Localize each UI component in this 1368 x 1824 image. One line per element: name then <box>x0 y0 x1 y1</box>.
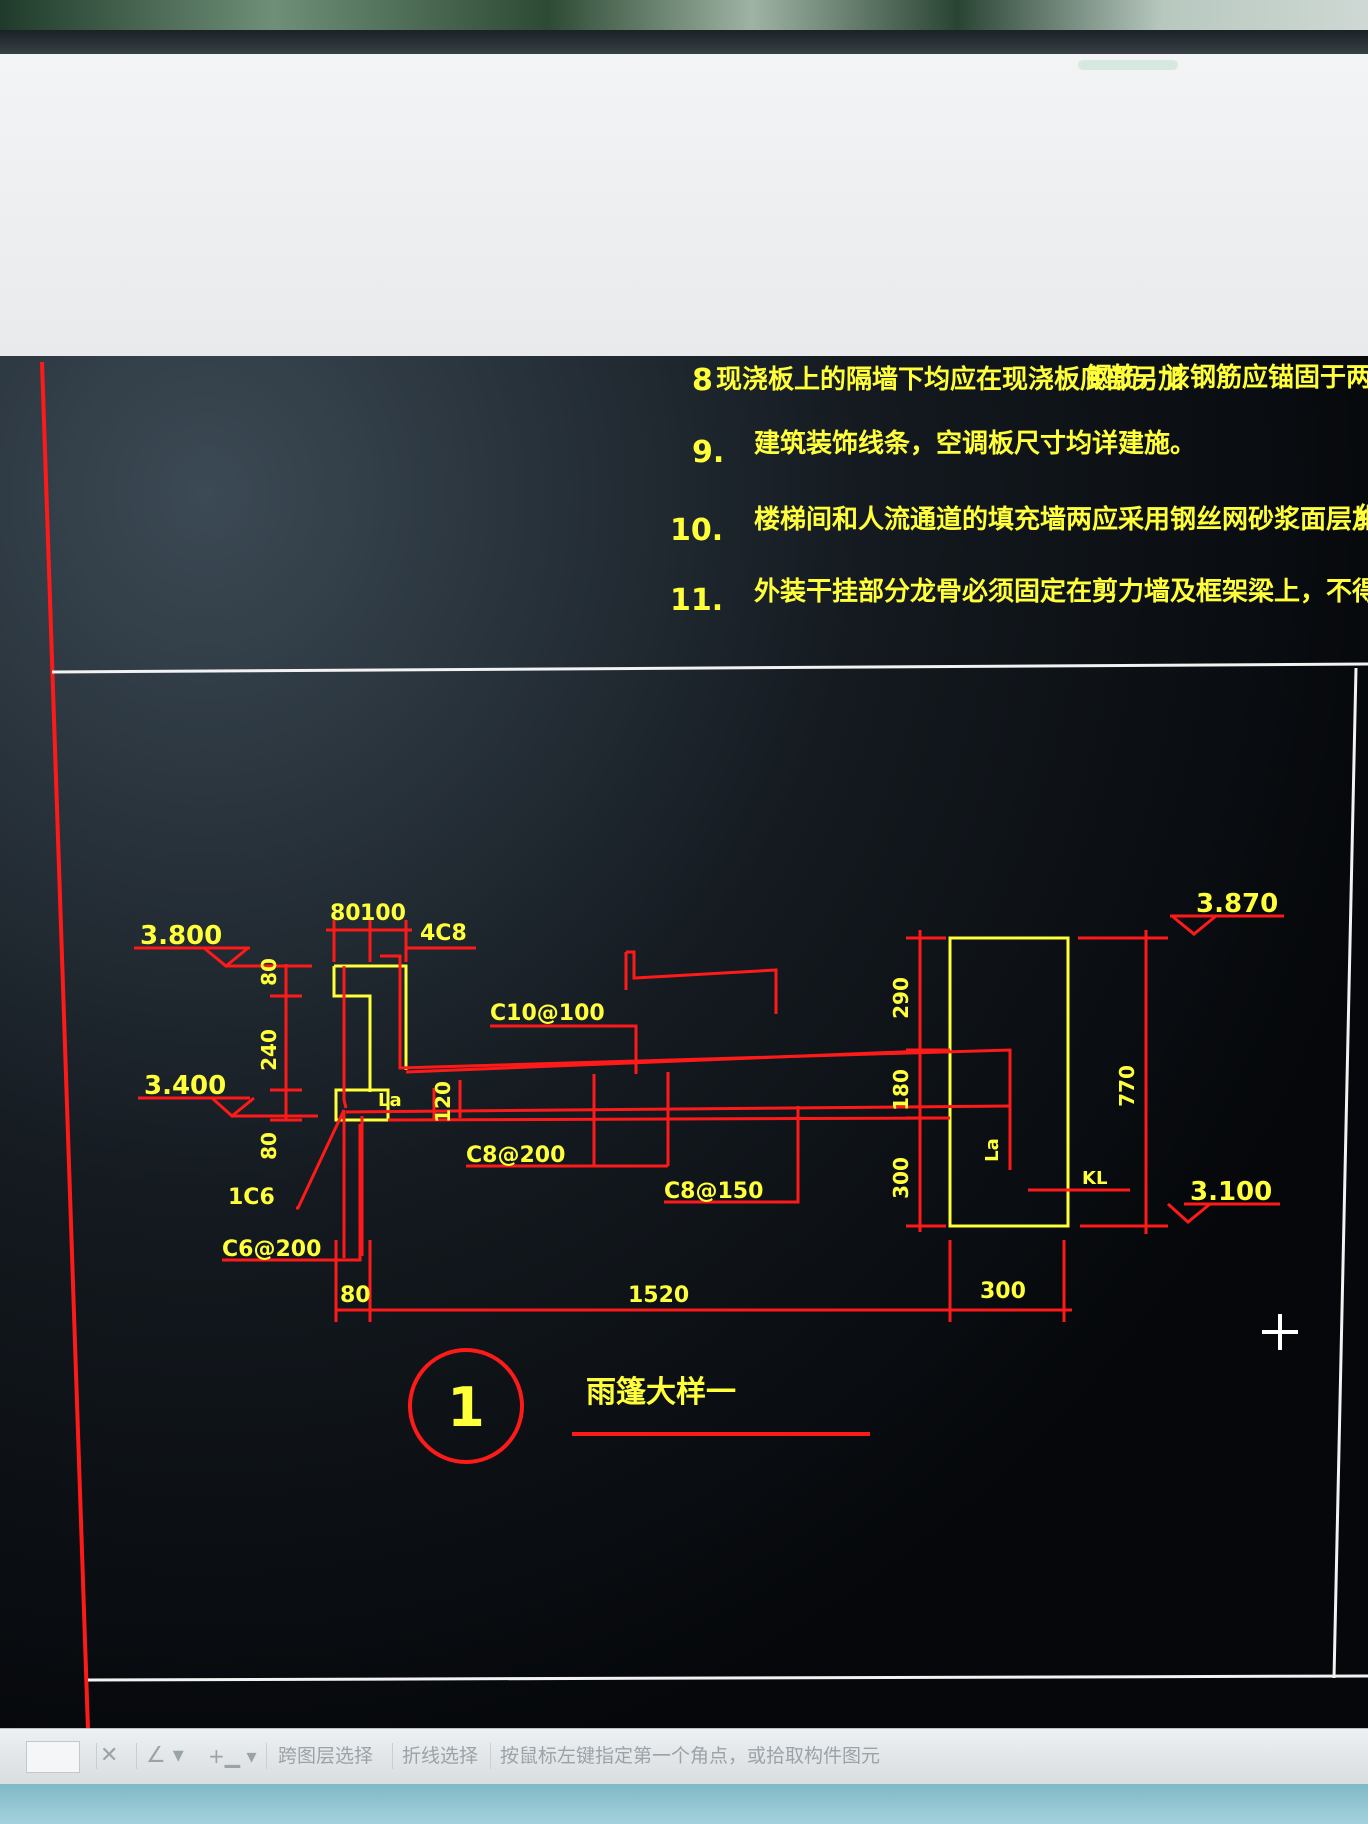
separator <box>136 1743 137 1769</box>
notes-block: 8 现浇板上的隔墙下均应在现浇板底部另加 钢筋，该钢筋应锚固于两端梁或柱内 9.… <box>670 362 1368 618</box>
separator <box>96 1743 97 1769</box>
drawing-labels: 3.800 3.400 3.870 3.100 80 100 4C8 C10@1… <box>140 889 1278 1308</box>
cross-layer-select-button[interactable]: 跨图层选择 <box>278 1745 374 1767</box>
rebar-c8-150: C8@150 <box>664 1179 763 1204</box>
elev-right-bottom: 3.100 <box>1190 1177 1272 1207</box>
frame-right-border <box>1332 667 1358 1679</box>
note-9-text: 建筑装饰线条，空调板尺寸均详建施。 <box>754 428 1196 459</box>
upstand-rebar-left <box>342 966 348 1109</box>
add-point-icon[interactable]: +▁ ▾ <box>208 1744 257 1768</box>
upstand-outline-right <box>334 964 408 1070</box>
dim-240: 240 <box>257 1029 281 1071</box>
angle-icon[interactable]: ∠ ▾ <box>146 1743 184 1768</box>
dim-80-v2: 80 <box>257 1132 281 1160</box>
cad-canvas[interactable] <box>0 356 1368 1732</box>
separator <box>266 1743 267 1769</box>
rebar-c10: C10@100 <box>490 1001 605 1026</box>
frame-divider-top <box>51 662 1368 674</box>
dim-100-top: 100 <box>360 901 406 926</box>
rebar-4c8: 4C8 <box>420 921 467 946</box>
dim-80-bottom: 80 <box>340 1283 371 1308</box>
upstand-outline-left <box>332 966 372 1092</box>
bottom-bezel <box>0 1784 1368 1824</box>
note-11-text: 外装干挂部分龙骨必须固定在剪力墙及框架梁上，不得固定在砌体填充墙上。 <box>754 576 1368 607</box>
dim-300-v: 300 <box>889 1157 913 1199</box>
monitor-bezel <box>0 30 1368 58</box>
leader-1c6 <box>296 1109 346 1210</box>
note-8-number: 8 <box>692 363 713 398</box>
note-10-number: 10. <box>670 513 723 548</box>
la-label-2: La <box>982 1138 1003 1162</box>
dim-180: 180 <box>889 1069 913 1111</box>
dim-120: 120 <box>431 1081 455 1123</box>
elev-right-bottom-mark <box>1166 1202 1211 1224</box>
slab-top-surface <box>405 1048 951 1074</box>
elev-left-top: 3.800 <box>140 921 222 951</box>
dim-290: 290 <box>889 977 913 1019</box>
slab-bottom-rebar <box>345 1104 1011 1114</box>
separator <box>490 1743 491 1769</box>
frame-left-border <box>40 361 90 1731</box>
separator <box>392 1743 393 1769</box>
elev-right-top-mark <box>1171 914 1217 936</box>
leader-lines <box>222 946 1130 1262</box>
dim-770: 770 <box>1115 1065 1139 1107</box>
dim-80-top: 80 <box>330 901 361 926</box>
progress-glow <box>1078 60 1178 70</box>
detail-circle <box>408 1348 524 1464</box>
detail-title: 雨篷大样一 <box>586 1375 736 1410</box>
polyline-select-button[interactable]: 折线选择 <box>402 1745 479 1767</box>
note-10-text: 楼梯间和人流通道的填充墙两应采用钢丝网砂浆面层加强，详见总说明 <box>754 504 1368 535</box>
kl-label: KL <box>1082 1168 1107 1189</box>
rebar-c6-200: C6@200 <box>222 1237 321 1262</box>
elev-left-bottom: 3.400 <box>144 1071 226 1101</box>
rebar-lines <box>342 950 1012 1258</box>
rebar-1c6: 1C6 <box>228 1185 275 1210</box>
close-icon[interactable]: ✕ <box>100 1743 119 1768</box>
dimension-lines <box>134 914 1284 1322</box>
concrete-outline <box>332 936 1070 1228</box>
note-10-tail: 细 <box>1356 502 1368 533</box>
note-11-number: 11. <box>670 583 723 618</box>
note-8-text-continued: 钢筋，该钢筋应锚固于两端梁或柱内 <box>1086 362 1368 393</box>
top-toolbar-area <box>0 54 1368 360</box>
dim-80-v1: 80 <box>257 958 281 986</box>
hook-bar <box>626 950 778 1014</box>
snap-dropdown[interactable] <box>26 1741 80 1773</box>
beam-outline <box>948 936 1070 1228</box>
status-bar: ✕ ∠ ▾ +▁ ▾ 跨图层选择 折线选择 按鼠标左键指定第一个角点，或拾取构件… <box>0 1728 1368 1785</box>
cursor-crosshair-icon <box>1262 1314 1298 1350</box>
note-9-number: 9. <box>692 435 724 470</box>
elev-right-top: 3.870 <box>1196 889 1278 919</box>
leader-c6-200 <box>222 1124 362 1262</box>
slab-top-rebar <box>380 954 1012 1156</box>
frame-divider-bottom <box>87 1674 1368 1682</box>
detail-number: 1 <box>447 1376 485 1439</box>
dim-300-bottom: 300 <box>980 1279 1026 1304</box>
la-label-1: La <box>378 1090 402 1111</box>
note-8-text: 现浇板上的隔墙下均应在现浇板底部另加 <box>716 364 1184 395</box>
dim-1520: 1520 <box>628 1283 689 1308</box>
leader-c8-150 <box>664 1106 800 1204</box>
command-prompt: 按鼠标左键指定第一个角点，或拾取构件图元 <box>500 1745 881 1767</box>
leader-c10 <box>490 1024 638 1074</box>
rebar-c8-200: C8@200 <box>466 1143 565 1168</box>
